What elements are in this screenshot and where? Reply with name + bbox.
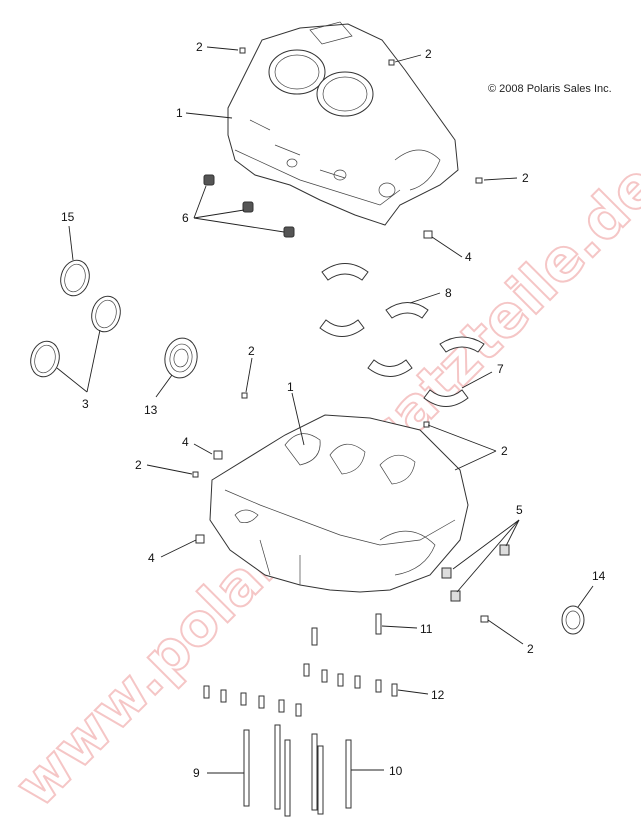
lower-crankcase [209,414,469,593]
oil-seal-13 [164,337,198,379]
callout-2: 2 [196,40,203,54]
callout-9: 9 [193,766,200,780]
callout-13: 13 [144,403,158,417]
callout-1: 1 [287,380,294,394]
callout-2: 2 [135,458,142,472]
bearing-shells [319,263,485,407]
plug-part-4-upper [423,230,433,239]
lower-small-parts [192,421,510,623]
callout-11: 11 [420,622,433,636]
callout-7: 7 [497,362,504,376]
callout-14: 14 [592,569,606,583]
long-bolts-9-10 [243,724,352,817]
callout-4: 4 [148,551,155,565]
callout-2: 2 [248,344,255,358]
dowel-pins-upper [239,47,483,184]
seal-rings [30,259,121,378]
callout-4: 4 [465,250,472,264]
callout-2: 2 [501,444,508,458]
callout-2: 2 [522,171,529,185]
callout-12: 12 [431,688,445,702]
copyright-text: © 2008 Polaris Sales Inc. [488,83,612,95]
callout-8: 8 [445,286,452,300]
callout-2: 2 [425,47,432,61]
callout-3: 3 [82,397,89,411]
nuts-part-6 [203,174,295,238]
callout-4: 4 [182,435,189,449]
callout-15: 15 [61,210,75,224]
bolts-11-12 [203,613,398,717]
callout-5: 5 [516,503,523,517]
callout-10: 10 [389,764,403,778]
callout-labels: 2 2 1 2 6 4 15 8 2 7 3 13 1 4 2 2 5 4 14… [61,40,606,780]
dowel-pin-mid [241,392,248,399]
upper-crankcase [227,21,459,226]
leader-lines [56,46,594,774]
seal-14 [561,605,585,635]
callout-2: 2 [527,642,534,656]
callout-6: 6 [182,211,189,225]
callout-1: 1 [176,106,183,120]
